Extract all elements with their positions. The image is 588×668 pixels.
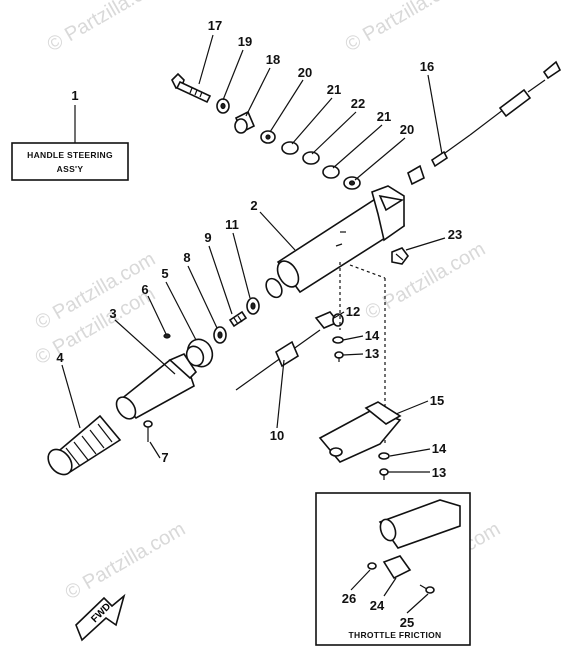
screw-13a <box>334 351 344 362</box>
washer-14b <box>378 452 390 460</box>
screw-7 <box>143 420 153 442</box>
part-number: 15 <box>430 393 444 408</box>
part-number: 9 <box>204 230 211 245</box>
steering-handle-2 <box>265 185 405 299</box>
callout-line2: ASS'Y <box>57 164 84 174</box>
ring-5 <box>185 338 214 368</box>
bolt-17 <box>171 72 212 104</box>
washer-8-hole <box>217 331 223 339</box>
part-number: 3 <box>109 306 116 321</box>
part-number: 14 <box>432 441 447 456</box>
callout-leaders <box>61 34 446 614</box>
part-number: 16 <box>420 59 434 74</box>
inset-title: THROTTLE FRICTION <box>349 630 442 640</box>
spring-9 <box>228 310 248 328</box>
inset-throttle-friction: THROTTLE FRICTION <box>315 492 471 646</box>
washer-21a <box>281 141 299 155</box>
part-number: 18 <box>266 52 280 67</box>
part-number: 1 <box>71 88 78 103</box>
part-number: 26 <box>342 591 356 606</box>
assembly-callout: HANDLE STEERING ASS'Y <box>11 105 129 181</box>
part-number: 17 <box>208 18 222 33</box>
bushing-18 <box>234 110 256 134</box>
part-number: 8 <box>183 250 190 265</box>
washer-14a <box>332 336 344 344</box>
part-number-labels: 1 17 19 18 20 21 22 21 20 16 2 23 11 9 8… <box>56 18 462 630</box>
part-number: 6 <box>141 282 148 297</box>
part-number: 13 <box>432 465 446 480</box>
watermark: © Partzilla.com <box>362 238 490 324</box>
part-number: 10 <box>270 428 284 443</box>
pin-6 <box>163 333 171 339</box>
part-number: 21 <box>377 109 391 124</box>
watermark: © Partzilla.com <box>44 0 172 56</box>
part-number: 14 <box>365 328 380 343</box>
bracket-15 <box>318 401 402 463</box>
part-number: 13 <box>365 346 379 361</box>
washer-21b <box>322 165 340 179</box>
part-number: 24 <box>370 598 385 613</box>
leader-line <box>349 264 386 279</box>
washer-20a-hole <box>265 134 271 140</box>
throttle-shaft-10 <box>235 329 321 391</box>
part-number: 11 <box>225 217 239 232</box>
washer-19-hole <box>220 102 226 110</box>
part-number: 22 <box>351 96 365 111</box>
screw-13b <box>379 468 389 480</box>
callout-line1: HANDLE STEERING <box>27 150 113 160</box>
part-number: 7 <box>161 450 168 465</box>
watermark: © Partzilla.com <box>62 518 190 604</box>
handle-grip-4 <box>47 414 122 476</box>
part-number: 20 <box>400 122 414 137</box>
part-number: 4 <box>56 350 64 365</box>
part-number: 25 <box>400 615 414 630</box>
part-number: 5 <box>161 266 168 281</box>
watermark: © Partzilla.com <box>342 0 470 56</box>
throttle-cable-16 <box>407 60 562 186</box>
part-number: 21 <box>327 82 341 97</box>
part-number: 23 <box>448 227 462 242</box>
part-number: 20 <box>298 65 312 80</box>
washer-20b-hole <box>348 180 356 186</box>
nut-23 <box>391 247 409 265</box>
washer-11-hole <box>250 302 256 310</box>
part-number: 19 <box>238 34 252 49</box>
part-number: 12 <box>346 304 360 319</box>
washer-22 <box>302 151 320 165</box>
fwd-arrow: FWD <box>75 593 126 642</box>
part-number: 2 <box>250 198 257 213</box>
throttle-grip-3 <box>115 353 198 420</box>
